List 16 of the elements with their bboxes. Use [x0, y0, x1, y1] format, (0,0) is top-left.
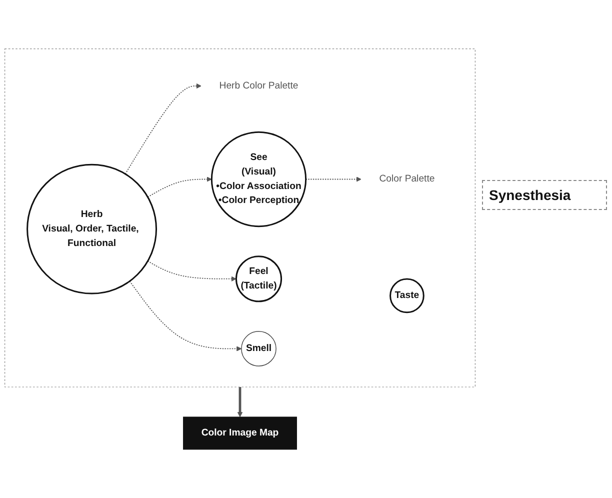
arrow — [305, 176, 362, 182]
arrow — [147, 176, 212, 198]
node-circle: See (Visual) •Color Association •Color Perception — [210, 131, 307, 227]
node-circle: Herb Visual, Order, Tactile, Functional — [26, 164, 158, 294]
node-circle: Taste — [390, 278, 424, 314]
arrow — [147, 260, 236, 282]
cluster — [4, 48, 476, 388]
overlap-label: Synesthesia — [482, 180, 607, 210]
node-text: Color Palette — [379, 174, 435, 184]
arrow — [129, 280, 242, 352]
node-circle: Feel (Tactile) — [235, 255, 282, 302]
arrow — [124, 83, 202, 174]
arrow — [237, 386, 243, 418]
node-circle: Smell — [241, 330, 276, 366]
node-text: Herb Color Palette — [219, 80, 298, 91]
node-box: Color Image Map — [183, 416, 297, 450]
